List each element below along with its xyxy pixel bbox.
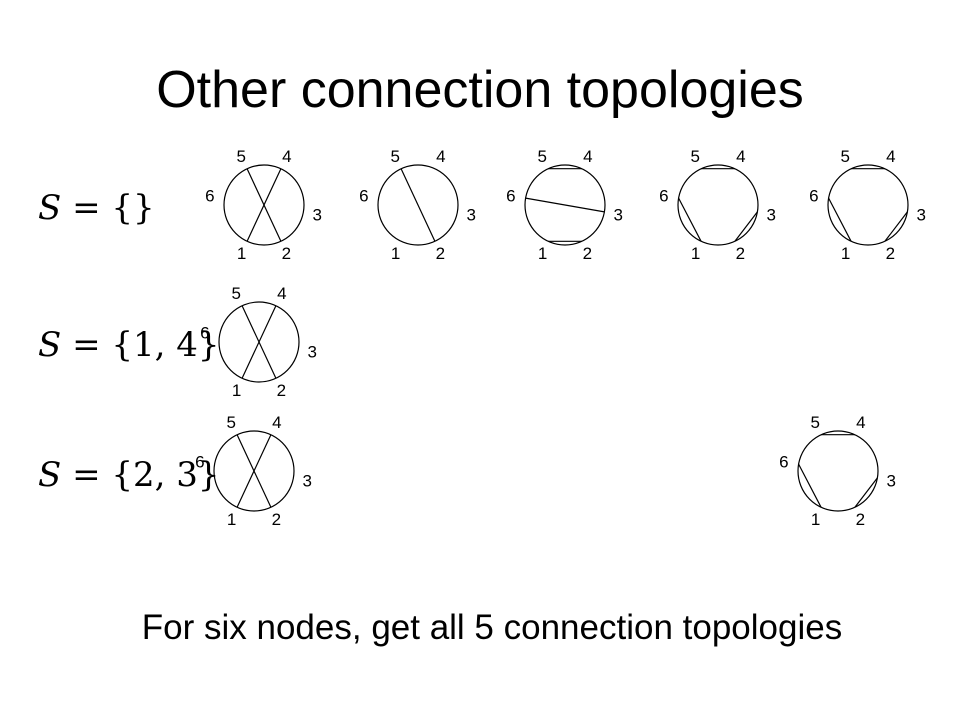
node-label-6: 6 xyxy=(506,186,515,205)
set-symbol: S xyxy=(38,325,62,365)
node-label-3: 3 xyxy=(886,471,895,490)
chord-2-5 xyxy=(246,168,282,242)
node-label-5: 5 xyxy=(390,147,399,166)
chord-diagram: 1 2 3 4 5 6 xyxy=(205,147,322,263)
node-label-2: 2 xyxy=(886,244,895,263)
chord-6-1 xyxy=(798,463,822,508)
diagram-circle xyxy=(213,430,295,512)
node-label-2: 2 xyxy=(583,244,592,263)
node-label-1: 1 xyxy=(391,244,400,263)
node-label-2: 2 xyxy=(282,244,291,263)
node-label-4: 4 xyxy=(272,413,281,432)
node-label-4: 4 xyxy=(886,147,895,166)
node-label-6: 6 xyxy=(659,186,668,205)
node-label-5: 5 xyxy=(231,284,240,303)
slide-title: Other connection topologies xyxy=(156,61,804,119)
chord-diagram: 1 2 3 4 5 6 xyxy=(779,413,896,529)
node-label-6: 6 xyxy=(779,452,788,471)
node-label-1: 1 xyxy=(227,510,236,529)
chord-diagram: 1 2 3 4 5 6 xyxy=(659,147,776,263)
node-label-1: 1 xyxy=(237,244,246,263)
chord-diagram: 1 2 3 4 5 6 xyxy=(506,147,623,263)
node-label-4: 4 xyxy=(856,413,865,432)
node-label-6: 6 xyxy=(809,186,818,205)
chord-6-1 xyxy=(678,197,702,242)
chord-2-3 xyxy=(734,211,758,242)
node-label-4: 4 xyxy=(736,147,745,166)
node-label-1: 1 xyxy=(691,244,700,263)
node-label-5: 5 xyxy=(810,413,819,432)
node-label-1: 1 xyxy=(811,510,820,529)
chord-diagram: 1 2 3 4 5 6 xyxy=(200,284,317,400)
node-label-3: 3 xyxy=(766,205,775,224)
node-label-4: 4 xyxy=(277,284,286,303)
node-label-2: 2 xyxy=(436,244,445,263)
diagram-circle xyxy=(797,430,879,512)
node-label-3: 3 xyxy=(466,205,475,224)
node-label-5: 5 xyxy=(690,147,699,166)
node-label-1: 1 xyxy=(538,244,547,263)
row-label-empty-set: S = {} xyxy=(38,188,155,228)
chord-2-3 xyxy=(854,477,878,508)
equals-sign: = xyxy=(72,455,101,495)
node-label-6: 6 xyxy=(359,186,368,205)
set-value: {2, 3} xyxy=(111,455,220,495)
set-value: {} xyxy=(111,188,155,228)
node-label-5: 5 xyxy=(840,147,849,166)
chord-diagram: 1 2 3 4 5 6 xyxy=(809,147,926,263)
chord-2-5 xyxy=(241,305,277,379)
node-label-1: 1 xyxy=(841,244,850,263)
equals-sign: = xyxy=(72,325,101,365)
diagram-circle xyxy=(218,301,300,383)
node-label-3: 3 xyxy=(302,471,311,490)
node-label-2: 2 xyxy=(736,244,745,263)
chord-6-1 xyxy=(828,197,852,242)
node-label-4: 4 xyxy=(282,147,291,166)
chord-2-5 xyxy=(400,168,436,242)
row-label-set-1-4: S = {1, 4} xyxy=(38,325,220,365)
chord-diagram: 1 2 3 4 5 6 xyxy=(359,147,476,263)
node-label-2: 2 xyxy=(277,381,286,400)
diagram-circle xyxy=(677,164,759,246)
slide-caption: For six nodes, get all 5 connection topo… xyxy=(141,608,843,647)
node-label-2: 2 xyxy=(856,510,865,529)
node-label-3: 3 xyxy=(307,342,316,361)
node-label-3: 3 xyxy=(613,205,622,224)
diagram-circle xyxy=(524,164,606,246)
node-label-3: 3 xyxy=(312,205,321,224)
node-label-4: 4 xyxy=(583,147,592,166)
diagram-circle xyxy=(223,164,305,246)
set-value: {1, 4} xyxy=(111,325,220,365)
node-label-1: 1 xyxy=(232,381,241,400)
node-label-4: 4 xyxy=(436,147,445,166)
node-label-5: 5 xyxy=(236,147,245,166)
set-symbol: S xyxy=(38,455,62,495)
node-label-5: 5 xyxy=(226,413,235,432)
chord-diagram: 1 2 3 4 5 6 xyxy=(195,413,312,529)
chord-2-5 xyxy=(236,434,272,508)
node-label-6: 6 xyxy=(195,452,204,471)
diagram-circle xyxy=(377,164,459,246)
chord-3-2 xyxy=(884,211,908,242)
row-label-set-2-3: S = {2, 3} xyxy=(38,455,220,495)
node-label-6: 6 xyxy=(205,186,214,205)
equals-sign: = xyxy=(72,188,101,228)
node-label-2: 2 xyxy=(272,510,281,529)
diagram-circle xyxy=(827,164,909,246)
node-label-3: 3 xyxy=(916,205,925,224)
set-symbol: S xyxy=(38,188,62,228)
node-label-5: 5 xyxy=(537,147,546,166)
chord-3-6 xyxy=(525,197,605,213)
node-label-6: 6 xyxy=(200,323,209,342)
